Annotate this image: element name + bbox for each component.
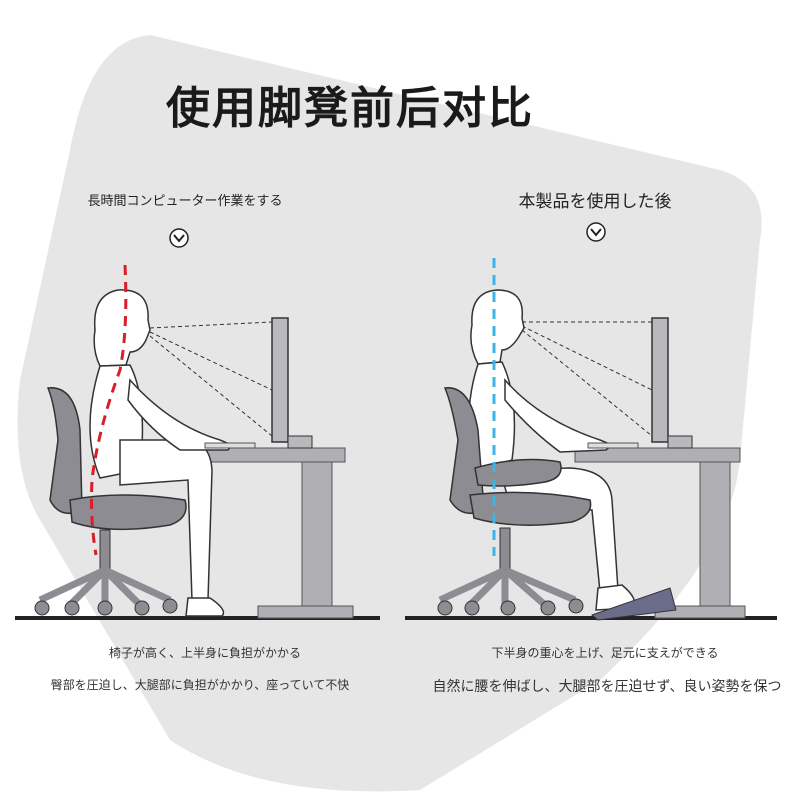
monitor-screen	[271, 317, 289, 443]
chevron-down-circle-icon	[169, 228, 189, 248]
monitor-stand	[667, 435, 693, 449]
page-title: 使用脚凳前后对比	[166, 83, 534, 134]
keyboard	[587, 442, 639, 449]
spine-line-before	[90, 264, 128, 556]
chevron-down-circle-icon	[586, 222, 606, 242]
footrest	[590, 587, 677, 621]
scene-before	[15, 228, 380, 620]
sight-lines	[149, 321, 273, 437]
before-heading: 長時間コンピューター作業をする	[87, 194, 283, 209]
before-note-2: 臀部を圧迫し、大腿部に負担がかかり、座っていて不快	[50, 678, 350, 692]
chair-after	[437, 387, 592, 616]
keyboard	[204, 442, 256, 449]
scene-after	[405, 222, 777, 621]
after-heading: 本製品を使用した後	[518, 192, 672, 212]
after-note-2: 自然に腰を伸ばし、大腿部を圧迫せず、良い姿勢を保つ	[432, 679, 782, 695]
chair-before	[34, 387, 187, 616]
monitor-stand	[287, 435, 313, 449]
after-note-1: 下半身の重心を上げ、足元に支えができる	[491, 646, 719, 660]
before-note-1: 椅子が高く、上半身に負担がかかる	[108, 646, 301, 660]
desk-top	[574, 447, 741, 463]
person-before	[89, 289, 234, 617]
sight-lines	[521, 321, 653, 437]
monitor-screen	[651, 317, 669, 443]
desk-foot	[257, 605, 354, 619]
desk-leg	[699, 461, 731, 613]
floor-line	[15, 616, 380, 620]
desk-leg	[301, 461, 333, 613]
floor-line	[405, 616, 777, 620]
